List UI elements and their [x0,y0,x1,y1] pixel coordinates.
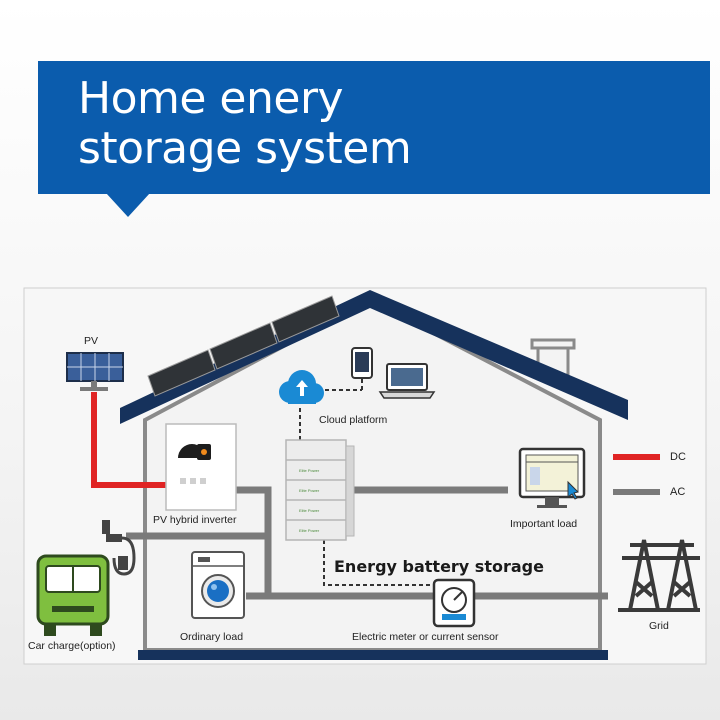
chimney-cap [530,338,576,350]
meter-icon [432,578,476,628]
house-floor [138,650,608,660]
important-load-label: Important load [510,518,578,530]
inverter-label: PV hybrid inverter [153,514,237,526]
ordinary-load-label: Ordinary load [180,631,244,643]
ac-wiring [126,486,608,600]
laptop-icon [378,363,436,399]
monitor-icon [518,447,586,508]
cloud-label: Cloud platform [319,414,388,426]
car-label: Car charge(option) [28,640,116,652]
battery-stack-icon: Elite Power Elite Power Elite Power Elit… [285,439,355,541]
tablet-icon [351,347,373,379]
legend-ac-label: AC [670,486,686,498]
cloud-upload-icon [279,370,324,404]
inverter-icon [165,423,237,511]
grid-label: Grid [649,620,669,632]
battery-label: Energy battery storage [334,557,544,576]
page-title: Home enery storage system [78,73,412,174]
meter-label: Electric meter or current sensor [352,631,499,643]
title-banner [38,61,710,194]
battery-brand-3: Elite Power [299,508,320,513]
battery-brand-2: Elite Power [299,488,320,493]
house-roof [120,290,628,424]
pv-label: PV [84,335,99,347]
solar-panel-icon [66,352,124,391]
title-line-2: storage system [78,123,412,174]
pylon-icon [618,539,700,612]
battery-brand-1: Elite Power [299,468,320,473]
banner-pointer [106,193,150,217]
legend-dc-label: DC [670,451,686,463]
car-charger-icon [102,520,136,576]
dc-wiring [91,392,166,488]
data-links [299,376,440,586]
washing-machine-icon [191,551,245,619]
bus-icon [36,554,110,636]
battery-brand-4: Elite Power [299,528,320,533]
title-line-1: Home enery [78,73,344,124]
roof-solar-panels [147,295,340,397]
